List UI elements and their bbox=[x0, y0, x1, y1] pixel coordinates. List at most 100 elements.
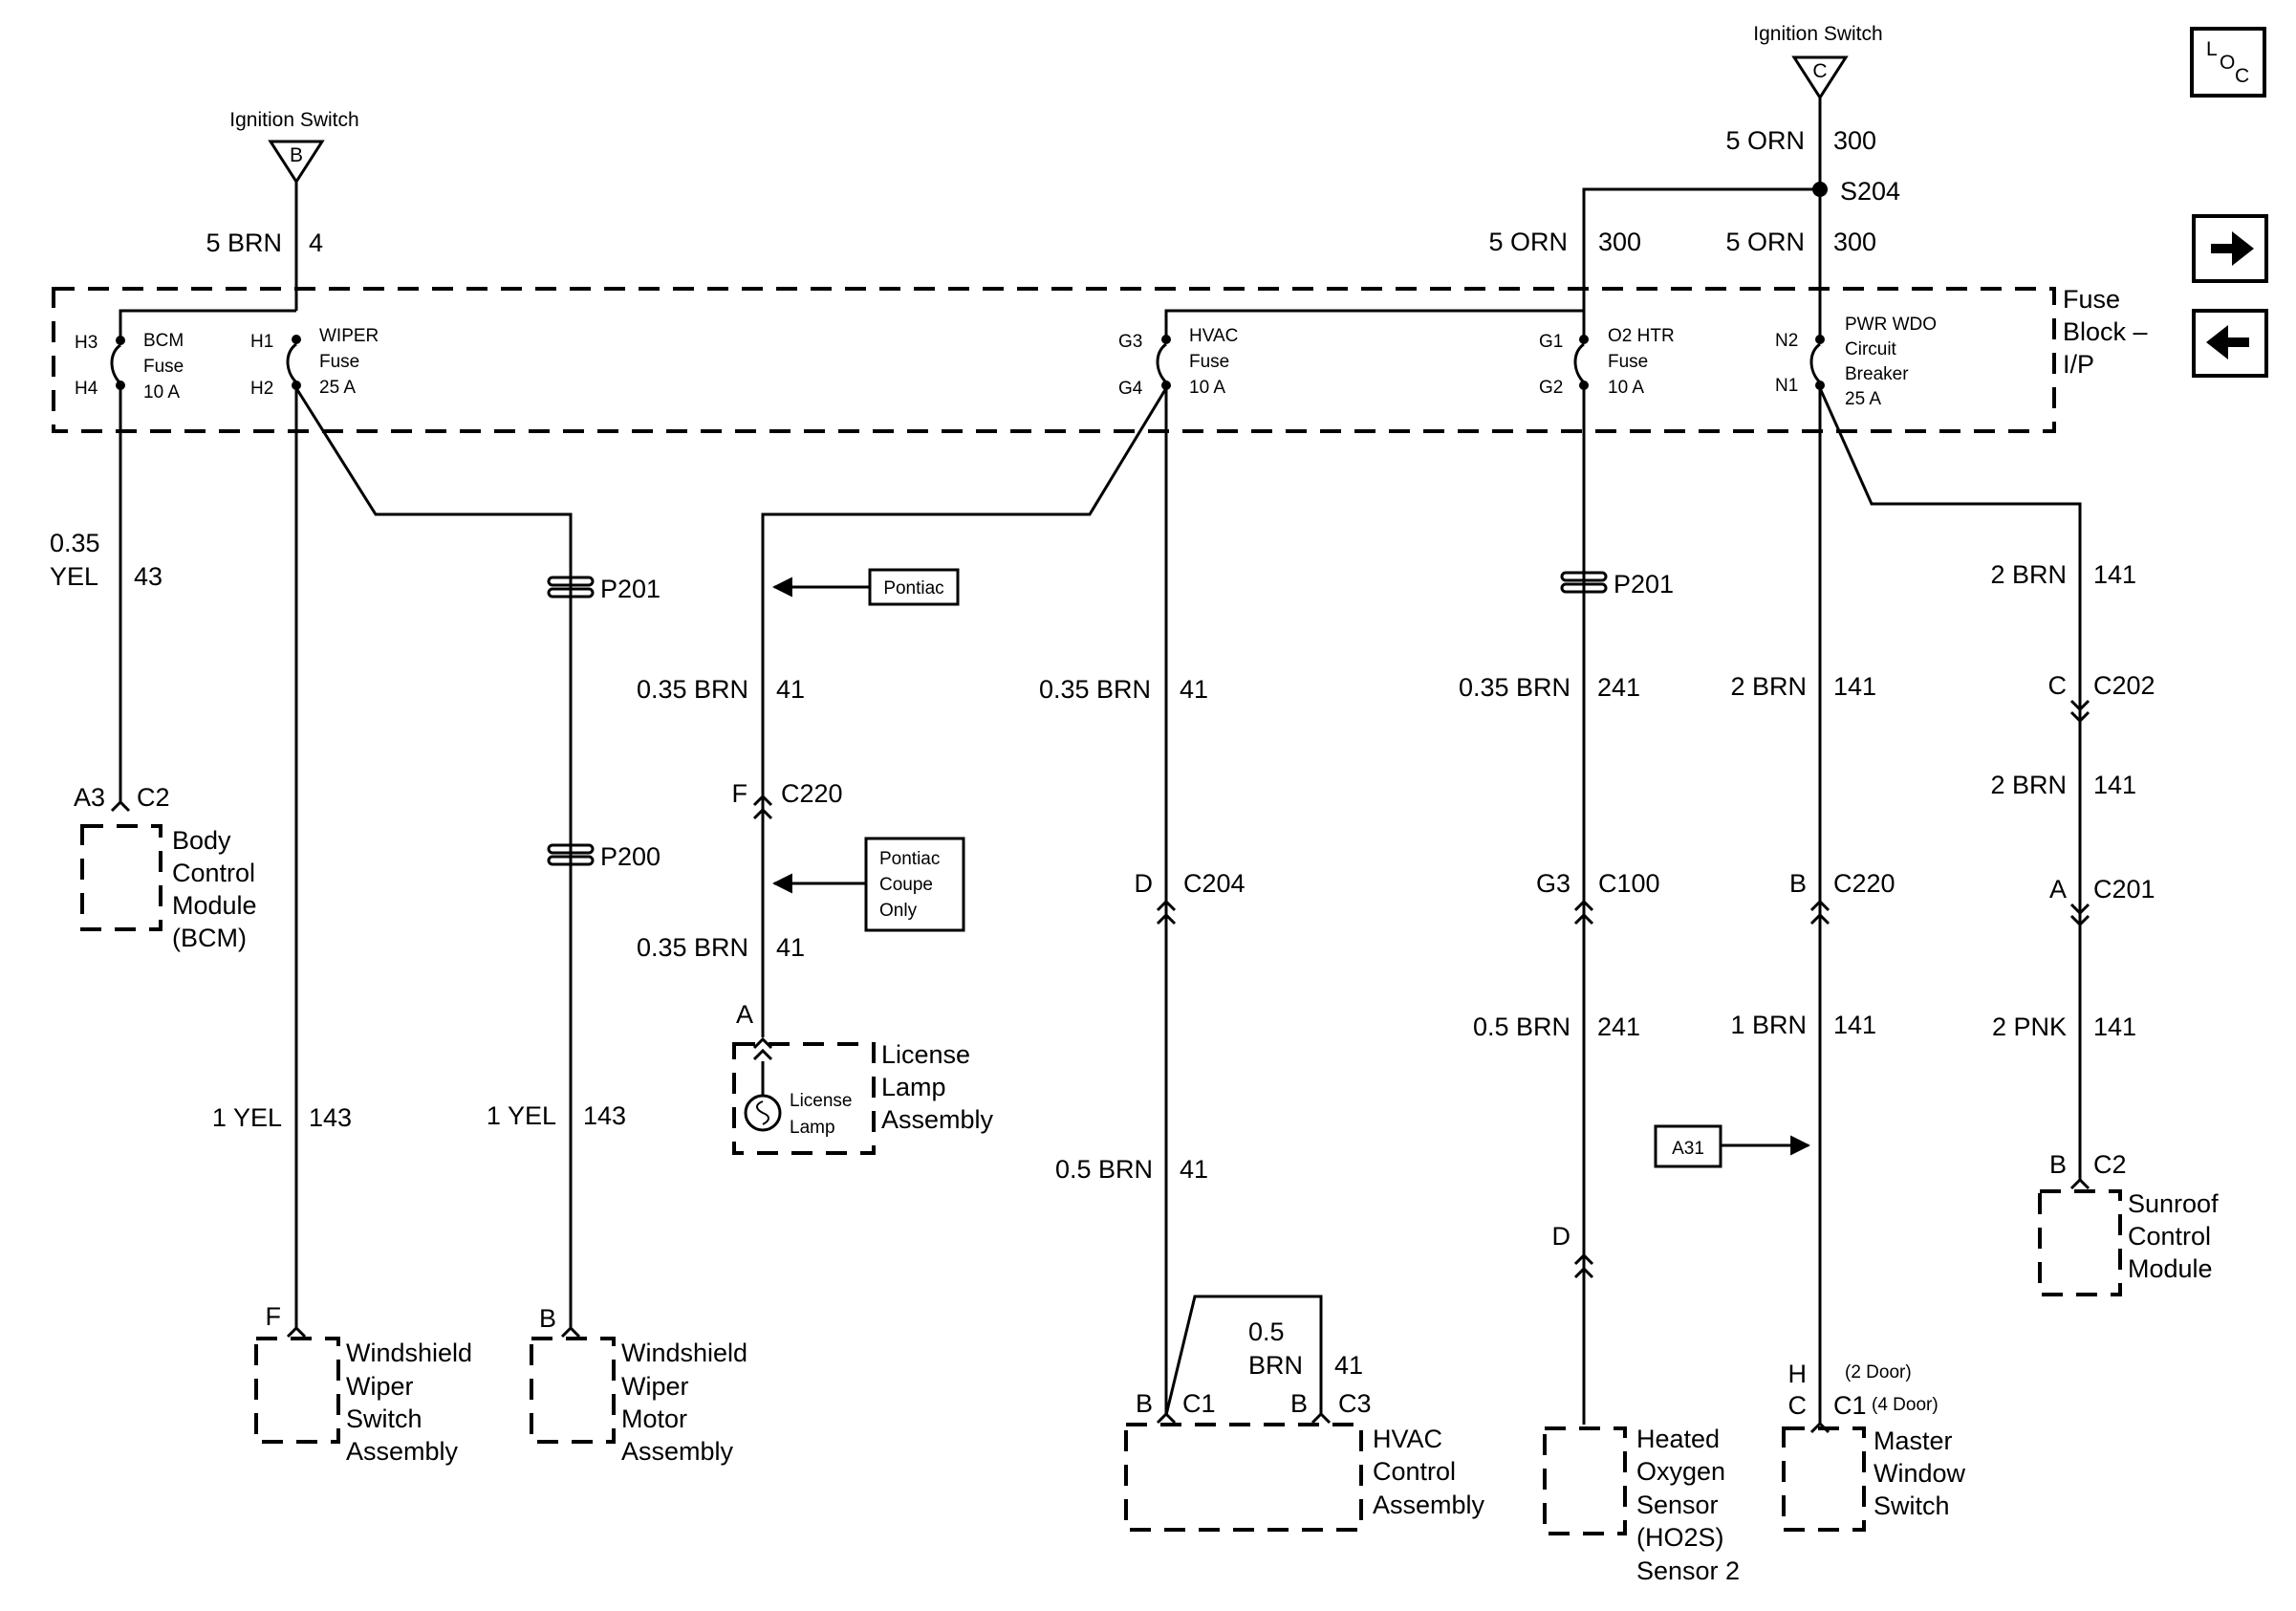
svg-text:Fuse: Fuse bbox=[143, 357, 184, 377]
svg-text:Assembly: Assembly bbox=[346, 1437, 459, 1466]
svg-text:4: 4 bbox=[309, 229, 323, 257]
svg-text:(4 Door): (4 Door) bbox=[1872, 1395, 1939, 1415]
svg-text:O: O bbox=[2220, 52, 2235, 74]
svg-text:C2: C2 bbox=[2093, 1150, 2127, 1179]
wire-labels: 5 BRN 4 5 ORN 300 5 ORN 300 5 ORN 300 0.… bbox=[50, 126, 2136, 1380]
svg-text:WIPER: WIPER bbox=[319, 326, 379, 346]
note-pontiac-coupe-only: Pontiac Coupe Only bbox=[771, 837, 965, 932]
svg-text:PWR WDO: PWR WDO bbox=[1845, 315, 1937, 335]
circuit-breaker-pwr-wdo: N2 N1 PWR WDO Circuit Breaker 25 A bbox=[1775, 315, 1937, 409]
svg-text:5 BRN: 5 BRN bbox=[206, 229, 282, 257]
svg-text:P201: P201 bbox=[1614, 570, 1674, 599]
svg-text:C: C bbox=[1788, 1391, 1808, 1420]
svg-text:(HO2S): (HO2S) bbox=[1636, 1523, 1724, 1552]
component-bcm: Body Control Module (BCM) bbox=[80, 824, 257, 952]
svg-text:Breaker: Breaker bbox=[1845, 364, 1909, 384]
component-windshield-wiper-switch: Windshield Wiper Switch Assembly bbox=[254, 1337, 472, 1466]
svg-text:Master: Master bbox=[1874, 1426, 1953, 1455]
svg-text:Body: Body bbox=[172, 826, 231, 855]
svg-text:YEL: YEL bbox=[50, 562, 98, 591]
svg-text:10 A: 10 A bbox=[1189, 378, 1225, 398]
svg-text:G3: G3 bbox=[1118, 332, 1142, 352]
svg-text:A3: A3 bbox=[74, 783, 105, 812]
component-license-lamp-assembly: License Lamp License Lamp Assembly bbox=[732, 1040, 994, 1155]
svg-text:License: License bbox=[790, 1091, 853, 1111]
svg-text:C: C bbox=[2235, 65, 2249, 87]
svg-text:0.35: 0.35 bbox=[50, 529, 100, 557]
svg-text:H2: H2 bbox=[250, 379, 273, 399]
svg-text:Fuse: Fuse bbox=[1608, 352, 1648, 372]
svg-text:10 A: 10 A bbox=[1608, 378, 1644, 398]
svg-text:Coupe: Coupe bbox=[879, 875, 933, 895]
svg-text:G3: G3 bbox=[1536, 869, 1570, 898]
svg-text:C220: C220 bbox=[781, 779, 843, 808]
svg-text:241: 241 bbox=[1597, 1012, 1640, 1041]
svg-text:Lamp: Lamp bbox=[790, 1118, 835, 1138]
component-hvac-control: HVAC Control Assembly bbox=[1124, 1423, 1485, 1532]
component-windshield-wiper-motor: Windshield Wiper Motor Assembly bbox=[530, 1337, 747, 1466]
svg-text:G2: G2 bbox=[1539, 378, 1563, 398]
svg-text:C201: C201 bbox=[2093, 875, 2155, 903]
ignition-switch-b: Ignition Switch B bbox=[229, 109, 359, 185]
svg-text:1 YEL: 1 YEL bbox=[487, 1101, 556, 1130]
svg-text:300: 300 bbox=[1598, 228, 1641, 256]
svg-text:Switch: Switch bbox=[1874, 1491, 1950, 1520]
next-arrow-button[interactable] bbox=[2192, 214, 2268, 283]
svg-text:A: A bbox=[736, 1000, 753, 1029]
svg-text:A31: A31 bbox=[1672, 1139, 1704, 1159]
svg-text:Fuse: Fuse bbox=[319, 352, 359, 372]
svg-text:Only: Only bbox=[879, 901, 918, 921]
svg-text:D: D bbox=[1552, 1222, 1571, 1251]
svg-text:2 BRN: 2 BRN bbox=[1730, 672, 1807, 701]
svg-text:B: B bbox=[2049, 1150, 2067, 1179]
svg-text:Windshield: Windshield bbox=[621, 1339, 747, 1367]
loc-icon[interactable]: L O C bbox=[2190, 27, 2266, 98]
ignition-switch-c-letter: C bbox=[1812, 60, 1827, 82]
svg-text:Heated: Heated bbox=[1636, 1425, 1720, 1453]
svg-text:B: B bbox=[1789, 869, 1807, 898]
svg-text:C1: C1 bbox=[1833, 1391, 1867, 1420]
svg-text:Oxygen: Oxygen bbox=[1636, 1457, 1725, 1486]
svg-text:B: B bbox=[539, 1304, 556, 1333]
svg-text:License: License bbox=[881, 1040, 970, 1069]
svg-text:L: L bbox=[2206, 38, 2218, 60]
previous-arrow-button[interactable] bbox=[2192, 309, 2268, 378]
svg-text:0.5 BRN: 0.5 BRN bbox=[1473, 1012, 1570, 1041]
svg-text:Assembly: Assembly bbox=[621, 1437, 734, 1466]
svg-text:241: 241 bbox=[1597, 673, 1640, 702]
svg-text:25 A: 25 A bbox=[1845, 389, 1881, 409]
svg-text:25 A: 25 A bbox=[319, 378, 356, 398]
wires bbox=[119, 98, 2082, 1425]
fuse-bcm: H3 H4 BCM Fuse 10 A bbox=[75, 331, 184, 403]
svg-text:143: 143 bbox=[583, 1101, 626, 1130]
svg-text:Module: Module bbox=[2128, 1254, 2213, 1283]
svg-text:Assembly: Assembly bbox=[881, 1105, 994, 1134]
splice-s204-label: S204 bbox=[1840, 177, 1900, 206]
svg-text:Control: Control bbox=[172, 859, 255, 887]
svg-text:A: A bbox=[2049, 875, 2067, 903]
svg-text:BRN: BRN bbox=[1248, 1351, 1303, 1380]
ignition-switch-b-title: Ignition Switch bbox=[229, 109, 358, 131]
svg-text:Pontiac: Pontiac bbox=[879, 849, 940, 869]
connectors: A3 C2 F C220 A D C204 G3 C100 B C220 C C… bbox=[74, 671, 2155, 1434]
svg-text:10 A: 10 A bbox=[143, 382, 180, 403]
svg-text:G1: G1 bbox=[1539, 332, 1563, 352]
svg-text:Lamp: Lamp bbox=[881, 1073, 946, 1101]
svg-text:300: 300 bbox=[1833, 228, 1876, 256]
svg-text:C220: C220 bbox=[1833, 869, 1895, 898]
fuse-wiper: H1 H2 WIPER Fuse 25 A bbox=[250, 326, 379, 399]
svg-text:B: B bbox=[1290, 1389, 1308, 1418]
svg-text:C204: C204 bbox=[1183, 869, 1245, 898]
note-a31: A31 bbox=[1654, 1124, 1811, 1168]
svg-text:Module: Module bbox=[172, 891, 257, 920]
svg-text:G4: G4 bbox=[1118, 379, 1143, 399]
svg-text:1 BRN: 1 BRN bbox=[1730, 1011, 1807, 1039]
svg-text:H1: H1 bbox=[250, 332, 273, 352]
svg-text:Circuit: Circuit bbox=[1845, 339, 1897, 359]
svg-text:5 ORN: 5 ORN bbox=[1725, 228, 1805, 256]
fuse-block-label-1: Fuse bbox=[2063, 285, 2120, 314]
ignition-switch-c: Ignition Switch C bbox=[1753, 23, 1883, 100]
svg-text:Wiper: Wiper bbox=[621, 1372, 689, 1401]
svg-text:0.5 BRN: 0.5 BRN bbox=[1055, 1155, 1153, 1184]
